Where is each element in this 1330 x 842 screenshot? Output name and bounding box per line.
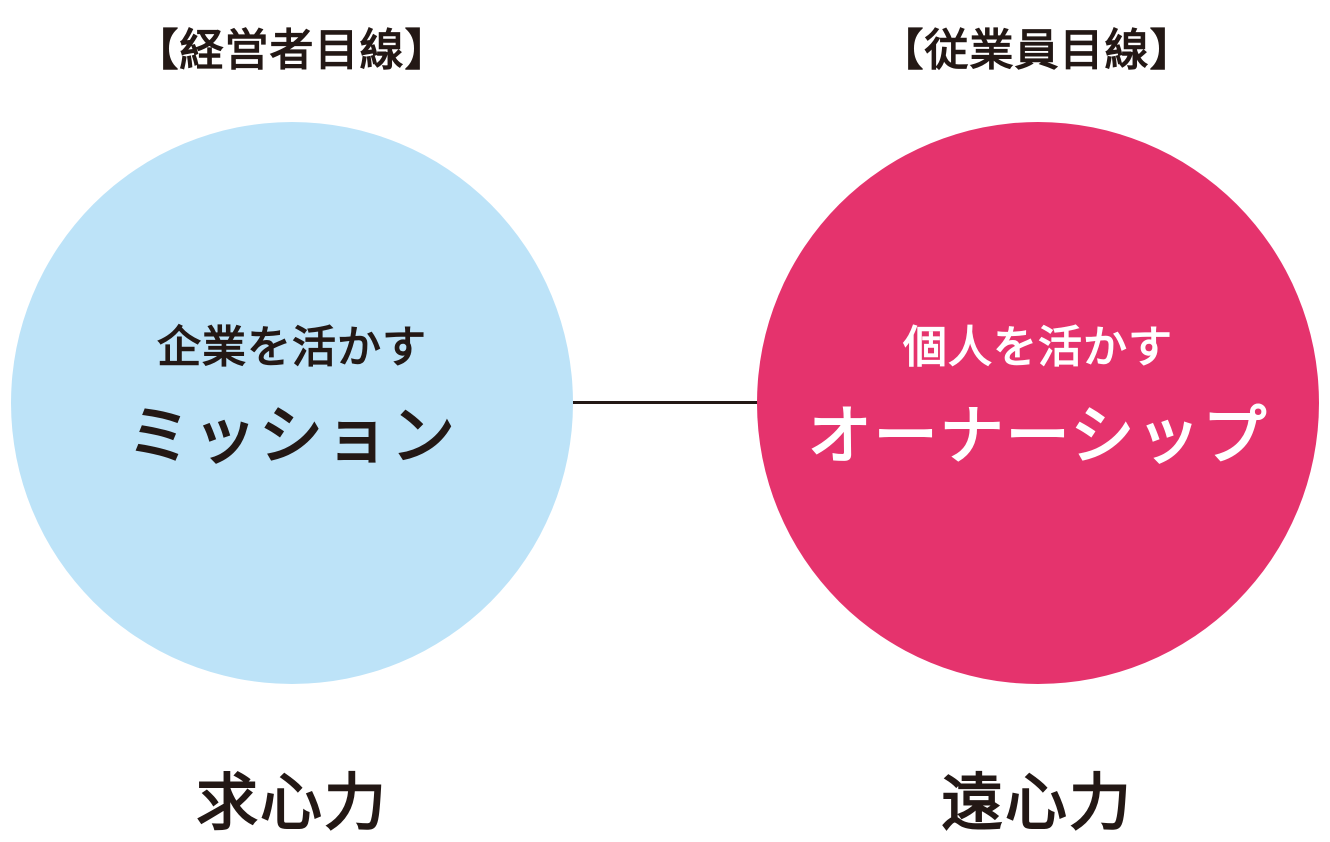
connector-line xyxy=(570,401,762,404)
centrifugal-force-label: 遠心力 xyxy=(940,766,1133,839)
ownership-circle-title: オーナーシップ xyxy=(807,400,1269,474)
ownership-circle-subtitle: 個人を活かす xyxy=(903,322,1173,373)
centripetal-force-label: 求心力 xyxy=(195,766,388,839)
mission-circle: 企業を活かす ミッション xyxy=(11,122,573,684)
manager-perspective-heading: 【経営者目線】 xyxy=(134,25,450,76)
mission-circle-subtitle: 企業を活かす xyxy=(157,322,427,373)
employee-perspective-heading: 【従業員目線】 xyxy=(879,25,1195,76)
mission-circle-title: ミッション xyxy=(127,400,457,474)
ownership-circle: 個人を活かす オーナーシップ xyxy=(757,122,1319,684)
